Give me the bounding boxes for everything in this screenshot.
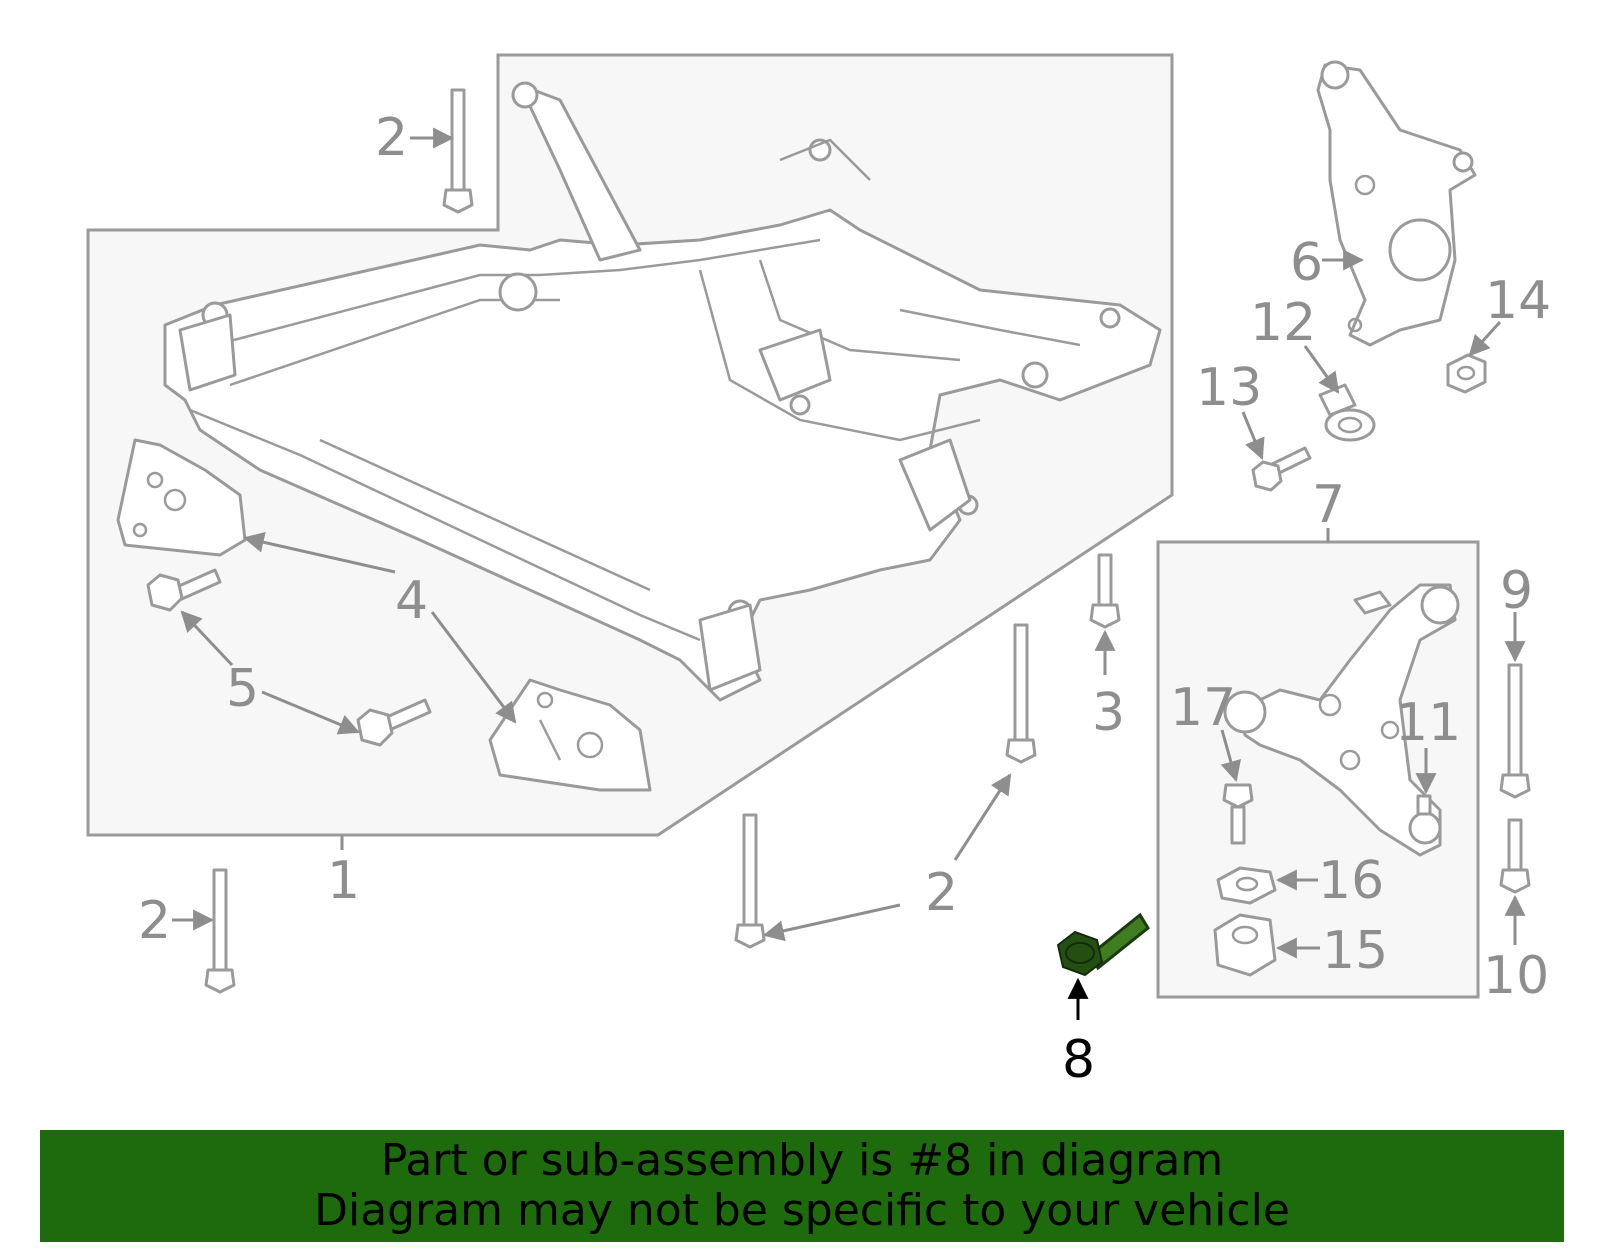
nut-14 bbox=[1446, 353, 1487, 394]
callout-12: 12 bbox=[1250, 293, 1316, 353]
callout-14: 14 bbox=[1485, 271, 1551, 331]
callout-15: 15 bbox=[1322, 921, 1388, 981]
bolt-5-upper bbox=[146, 568, 222, 612]
callout-5: 5 bbox=[226, 659, 259, 719]
callout-13: 13 bbox=[1196, 358, 1262, 418]
callout-16: 16 bbox=[1318, 851, 1384, 911]
bolt-10 bbox=[1499, 818, 1531, 894]
bolt-2-bottom-left bbox=[204, 868, 236, 994]
highlighted-bolt-8[interactable] bbox=[1056, 912, 1150, 977]
callout-2-bottom-left: 2 bbox=[138, 891, 171, 951]
banner-line-2: Diagram may not be specific to your vehi… bbox=[314, 1185, 1290, 1236]
control-arm bbox=[1223, 583, 1460, 857]
callout-17: 17 bbox=[1170, 678, 1236, 738]
bolt-3 bbox=[1089, 553, 1121, 629]
banner-line-1: Part or sub-assembly is #8 in diagram bbox=[380, 1135, 1224, 1186]
bolt-5-lower bbox=[356, 698, 432, 747]
washer-16 bbox=[1216, 866, 1277, 905]
callout-7: 7 bbox=[1312, 475, 1345, 535]
callout-6: 6 bbox=[1290, 233, 1323, 293]
callout-3: 3 bbox=[1092, 683, 1125, 743]
bolt-2-right bbox=[1005, 623, 1037, 764]
bolt-13 bbox=[1251, 446, 1312, 492]
mount-bracket-lower bbox=[488, 678, 652, 792]
bushing-15 bbox=[1213, 913, 1277, 977]
clip-12 bbox=[1318, 383, 1376, 442]
bolt-17 bbox=[1222, 783, 1254, 845]
callout-1: 1 bbox=[327, 851, 360, 911]
info-banner: Part or sub-assembly is #8 in diagram Di… bbox=[40, 1130, 1564, 1242]
callout-4: 4 bbox=[395, 571, 428, 631]
callout-10: 10 bbox=[1483, 946, 1549, 1006]
steering-knuckle bbox=[1316, 60, 1477, 347]
bolt-2-top bbox=[442, 88, 474, 214]
callout-2-top: 2 bbox=[375, 108, 408, 168]
bolt-2-center bbox=[734, 813, 766, 949]
callout-8: 8 bbox=[1062, 1030, 1095, 1090]
callout-labels: 2 1 2 2 3 4 5 6 7 8 9 10 11 12 13 14 15 … bbox=[138, 108, 1551, 1090]
callout-2-center: 2 bbox=[925, 863, 958, 923]
leader-lines bbox=[172, 127, 1526, 1020]
bolt-9 bbox=[1499, 663, 1531, 799]
subframe-illustration bbox=[163, 81, 1162, 702]
callout-11: 11 bbox=[1395, 693, 1461, 753]
callout-9: 9 bbox=[1500, 561, 1533, 621]
